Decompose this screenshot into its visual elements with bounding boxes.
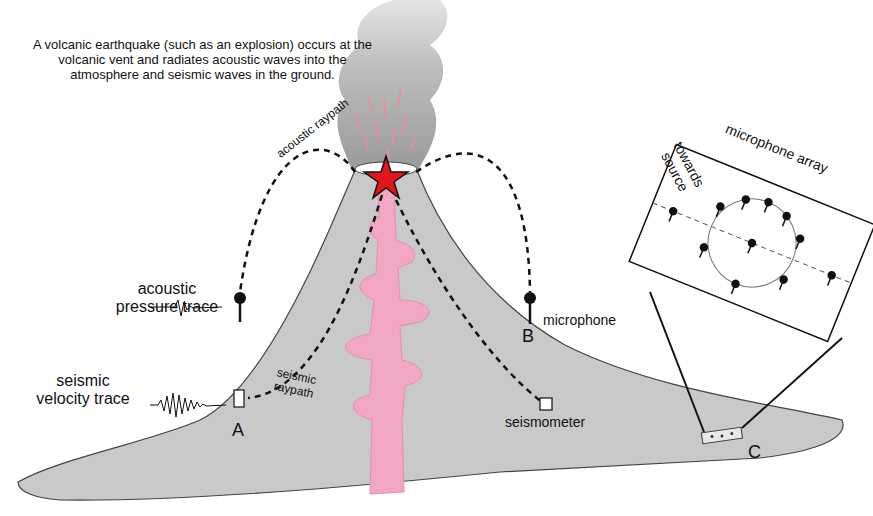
microphone-head xyxy=(731,279,740,288)
incandescent-ejecta xyxy=(355,90,415,160)
inset-leader xyxy=(742,338,842,428)
microphone-head xyxy=(747,238,756,247)
microphone-head xyxy=(716,202,725,211)
microphone-head xyxy=(524,292,536,304)
site-letter: C xyxy=(748,442,768,463)
microphone-head xyxy=(827,271,836,280)
seismometer-box xyxy=(234,390,244,407)
seismic-velocity-trace xyxy=(150,393,226,417)
microphone-array-inset xyxy=(629,145,873,342)
array-site xyxy=(701,427,742,443)
station-label: acoustic pressure trace xyxy=(112,280,222,317)
site-letter: A xyxy=(232,420,252,441)
microphone-head xyxy=(779,275,788,284)
microphone-head xyxy=(764,198,773,207)
microphone-head xyxy=(669,207,678,216)
microphone-head xyxy=(741,195,750,204)
microphone-head xyxy=(699,243,708,252)
raypaths xyxy=(240,150,542,402)
station-label: seismic velocity trace xyxy=(28,372,138,409)
microphone-head xyxy=(782,211,791,220)
microphone-head xyxy=(796,234,805,243)
site-letter: B xyxy=(522,326,542,347)
magma-conduit xyxy=(346,185,429,494)
note: A volcanic earthquake (such as an explos… xyxy=(30,38,375,83)
instrument-label: microphone xyxy=(543,312,643,328)
seismometer-box xyxy=(540,398,552,410)
inset-leader xyxy=(650,292,704,432)
instrument-label: seismometer xyxy=(505,414,615,430)
microphone-head xyxy=(234,292,246,304)
ash-plume xyxy=(337,0,447,170)
source-star xyxy=(364,156,408,198)
